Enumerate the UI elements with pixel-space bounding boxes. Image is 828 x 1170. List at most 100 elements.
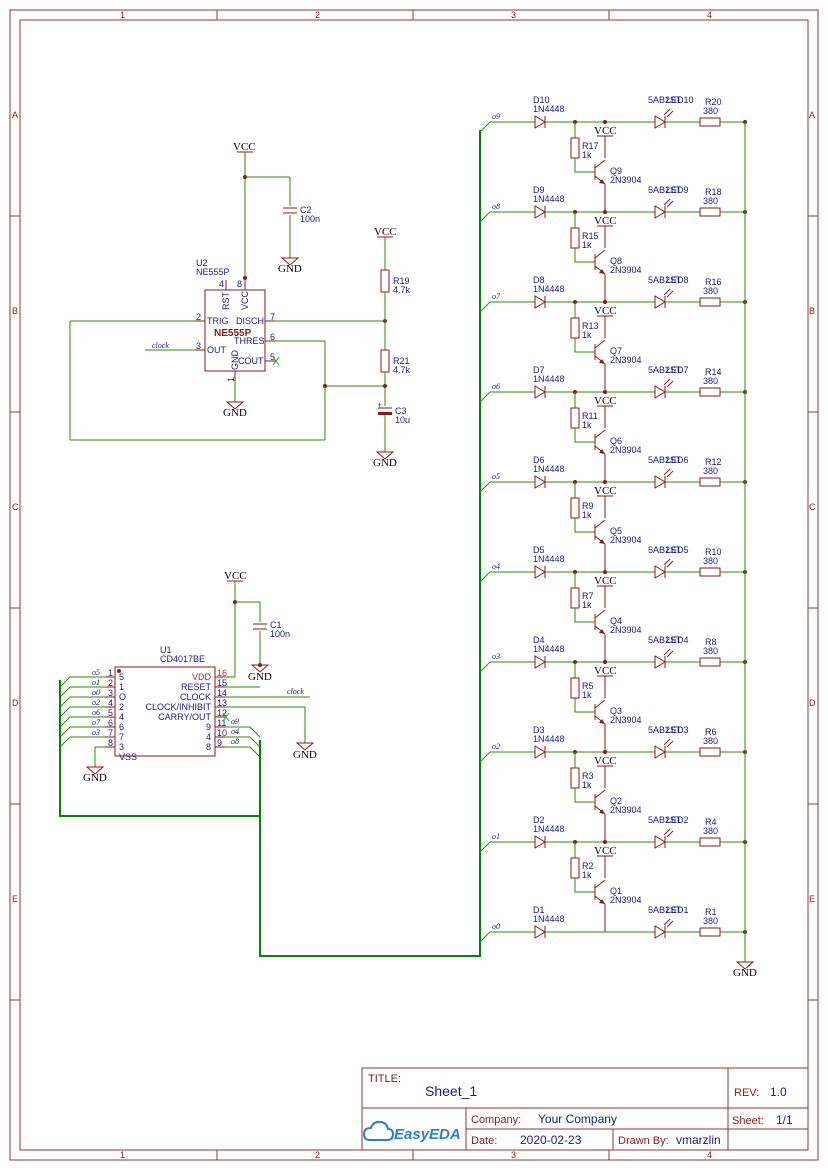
transistor-ref: Q4 — [610, 616, 622, 626]
junction — [603, 570, 607, 574]
resistor-value: 380 — [703, 106, 718, 116]
bus-entry — [479, 121, 491, 133]
transistor-arrow — [599, 719, 605, 724]
sheet-label: Sheet: — [732, 1115, 764, 1127]
bus-entry — [479, 931, 491, 943]
pin-name: VSS — [119, 752, 137, 762]
base-resistor-value: 1k — [582, 870, 592, 880]
pin-num: 1 — [108, 668, 113, 678]
net-label: o7 — [92, 718, 101, 727]
resistor-ref: R12 — [705, 457, 722, 467]
pin-name: 9 — [206, 722, 211, 732]
bus-entry — [225, 726, 261, 738]
pin-num: 2 — [108, 678, 113, 688]
led-ref: LED9 — [666, 185, 689, 195]
base-resistor-value: 1k — [582, 330, 592, 340]
bus-entry — [59, 706, 105, 718]
pin-num: 6 — [270, 332, 275, 342]
sheet-border — [9, 9, 819, 1161]
net-label: o8 — [231, 737, 239, 746]
col-label-bottom: 1 — [120, 1150, 125, 1160]
transistor-ref: Q1 — [610, 886, 622, 896]
transistor-collector — [594, 249, 606, 259]
resistor-value: 380 — [703, 826, 718, 836]
vcc-label: VCC — [594, 845, 617, 857]
resistor-symbol — [699, 207, 721, 217]
base-resistor — [570, 857, 580, 879]
pin-num: 8 — [108, 738, 113, 748]
base-resistor-value: 1k — [582, 510, 592, 520]
ne555-name: NE555P — [214, 328, 252, 339]
junction — [603, 390, 607, 394]
net-label: o5 — [92, 668, 100, 677]
wire — [574, 338, 595, 353]
transistor-value: 2N3904 — [610, 895, 642, 905]
pin-name: RESET — [181, 682, 212, 692]
led-ray — [666, 380, 674, 388]
led-ray — [666, 290, 674, 298]
col-label-top: 3 — [511, 10, 516, 20]
junction — [603, 120, 607, 124]
title-block: TITLE: Sheet_1 REV: 1.0 Company: Your Co… — [361, 1067, 809, 1151]
pin-num: 16 — [217, 668, 227, 678]
transistor-ref: Q7 — [610, 346, 622, 356]
resistor-value: 380 — [703, 556, 718, 566]
bus-entry — [225, 746, 261, 758]
resistor-ref: R20 — [705, 97, 722, 107]
resistor-symbol — [699, 837, 721, 847]
resistor-symbol — [699, 117, 721, 127]
base-resistor-ref: R3 — [582, 771, 594, 781]
transistor-arrow — [599, 539, 605, 544]
led-ref: LED10 — [666, 95, 694, 105]
r21-ref: R21 — [393, 356, 410, 366]
led-symbol — [654, 655, 666, 669]
row-label-left: D — [12, 698, 19, 708]
led-symbol — [654, 385, 666, 399]
transistor-value: 2N3904 — [610, 625, 642, 635]
row-markers: A B C D E A B C D E — [10, 110, 818, 1001]
date-label: Date: — [471, 1135, 497, 1147]
led-value: 5AB2ST — [648, 365, 682, 375]
pin-num: 5 — [108, 708, 113, 718]
diode-value: 1N4448 — [533, 374, 565, 384]
transistor-collector — [594, 339, 606, 349]
diode-ref: D8 — [533, 275, 545, 285]
pin-num: 14 — [217, 688, 227, 698]
vcc-label: VCC — [224, 570, 247, 582]
col-label-bottom: 4 — [707, 1150, 712, 1160]
bus-entry — [59, 686, 105, 698]
net-label: o0 — [92, 688, 100, 697]
diode-ref: D7 — [533, 365, 545, 375]
transistor-ref: Q6 — [610, 436, 622, 446]
gnd-icon — [250, 664, 270, 673]
pin-num: 2 — [196, 312, 201, 322]
led-ray — [666, 470, 674, 478]
transistor-ref: Q3 — [610, 706, 622, 716]
resistor-value: 380 — [703, 466, 718, 476]
resistor-ref: R1 — [705, 907, 717, 917]
resistor-ref: R4 — [705, 817, 717, 827]
base-resistor-ref: R13 — [582, 321, 599, 331]
led-ref: LED4 — [666, 635, 689, 645]
base-resistor-ref: R17 — [582, 141, 599, 151]
led-symbol — [654, 925, 666, 939]
led-symbol — [654, 295, 666, 309]
base-resistor — [570, 317, 580, 339]
pin-name: 4 — [119, 712, 124, 722]
led-ray — [666, 740, 674, 748]
diode-value: 1N4448 — [533, 284, 565, 294]
transistor-arrow — [599, 359, 605, 364]
gnd-icon — [85, 766, 105, 775]
diode-ref: D5 — [533, 545, 545, 555]
resistor-ref: R10 — [705, 547, 722, 557]
transistor-arrow — [599, 899, 605, 904]
pin-name: VDD — [192, 672, 212, 682]
net-label: o8 — [492, 202, 500, 211]
led-value: 5AB2ST — [648, 95, 682, 105]
diode-ref: D4 — [533, 635, 545, 645]
led-ray — [666, 920, 674, 928]
